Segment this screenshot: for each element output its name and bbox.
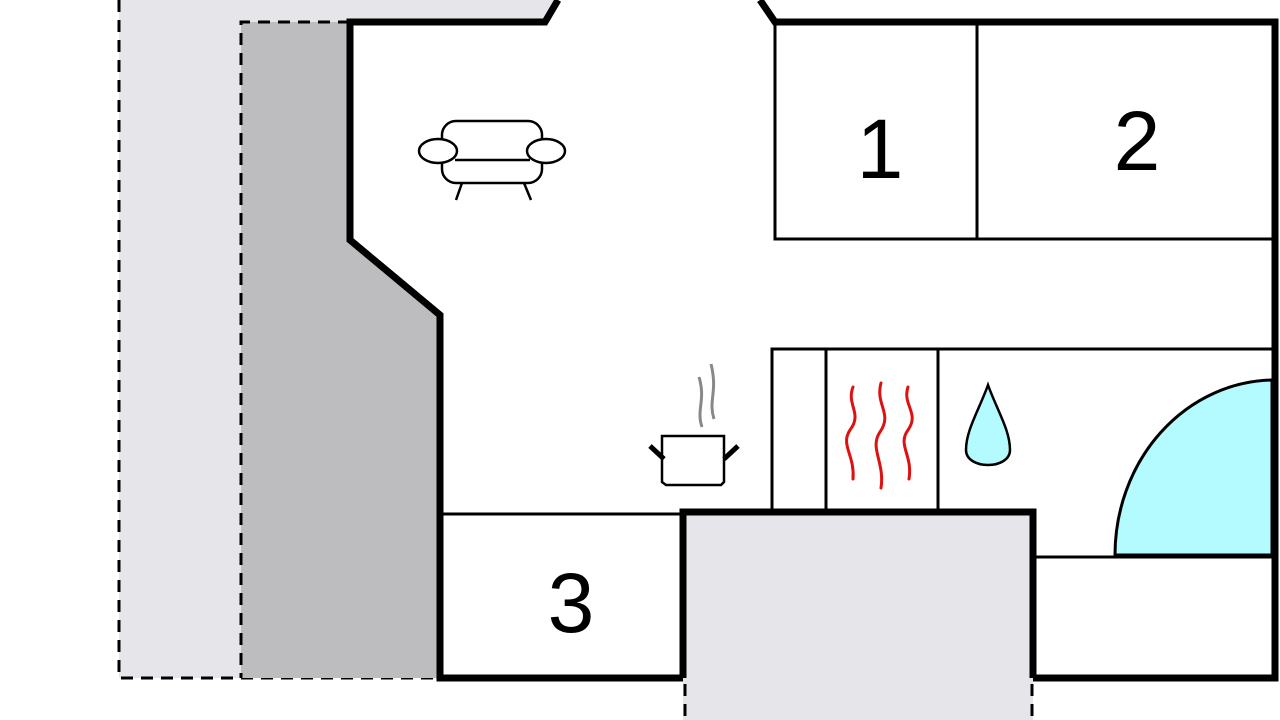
room-3-label: 3	[548, 556, 595, 650]
shower-icon	[1113, 378, 1274, 557]
outer-walls	[346, 0, 1279, 682]
heating-icon	[845, 381, 914, 490]
interior-floor	[350, 0, 1275, 678]
entrance-area	[679, 508, 1037, 720]
room-2-label: 2	[1114, 94, 1161, 188]
room-1-label: 1	[857, 102, 904, 196]
water-drop-icon	[964, 381, 1012, 467]
cooking-pot-icon	[648, 363, 740, 487]
sofa-icon	[417, 119, 567, 201]
interior-walls	[440, 22, 1275, 559]
